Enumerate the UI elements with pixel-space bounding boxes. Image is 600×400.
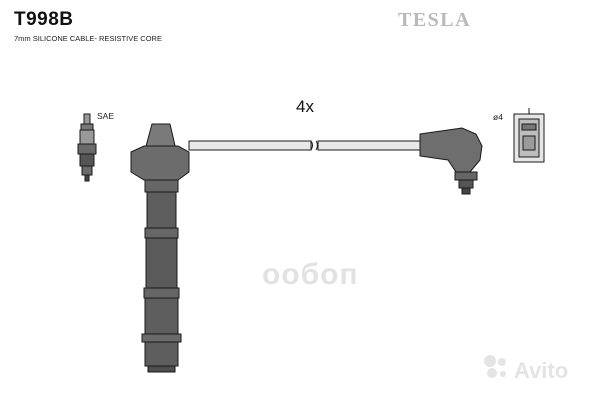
quantity-label: 4x	[296, 97, 314, 116]
part-code: T998B	[14, 9, 74, 30]
spark-plug-boot	[130, 123, 190, 373]
terminal-diameter-label: ø4	[493, 112, 503, 122]
watermark-text: ообоп	[262, 258, 359, 291]
cable	[188, 140, 421, 151]
cable-description: 7mm SILICONE CABLE- RESISTIVE CORE	[14, 34, 162, 43]
terminal-connector	[513, 108, 545, 163]
avito-logo-icon	[484, 355, 506, 378]
spark-plug-icon	[77, 113, 97, 182]
brand-logo: TESLA	[398, 9, 472, 31]
avito-logo-text: Avito	[514, 358, 569, 383]
spark-plug-label: SAE	[97, 111, 115, 121]
coil-boot	[419, 127, 483, 195]
